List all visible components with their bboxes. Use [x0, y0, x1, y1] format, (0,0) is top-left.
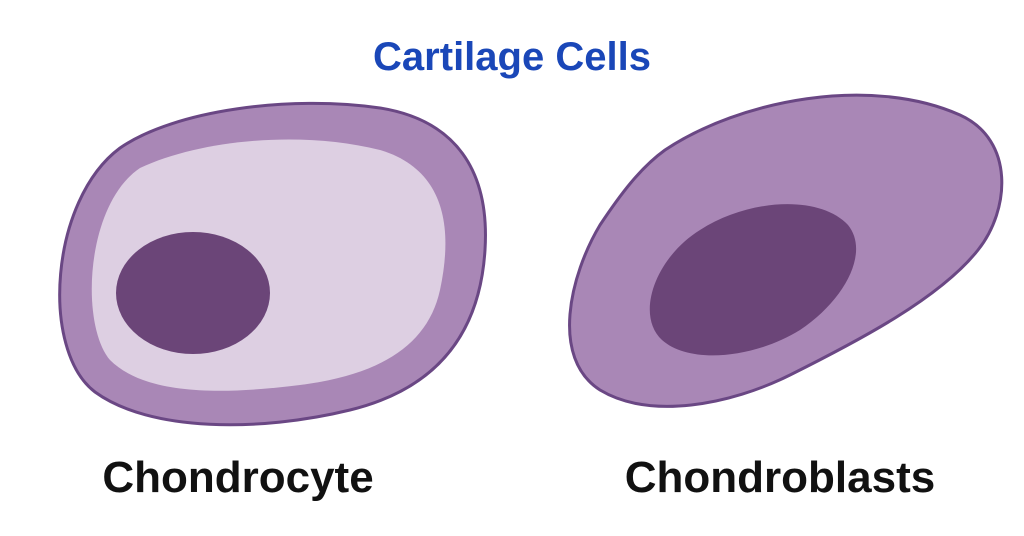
chondroblasts-label: Chondroblasts [625, 453, 935, 502]
chondrocyte-nucleus [116, 232, 270, 354]
chondrocyte-label: Chondrocyte [102, 453, 373, 502]
chondroblast-cell [568, 93, 1004, 408]
chondrocyte-cell [58, 101, 487, 427]
chondroblast-nucleus [649, 204, 857, 356]
diagram-title: Cartilage Cells [373, 35, 651, 79]
